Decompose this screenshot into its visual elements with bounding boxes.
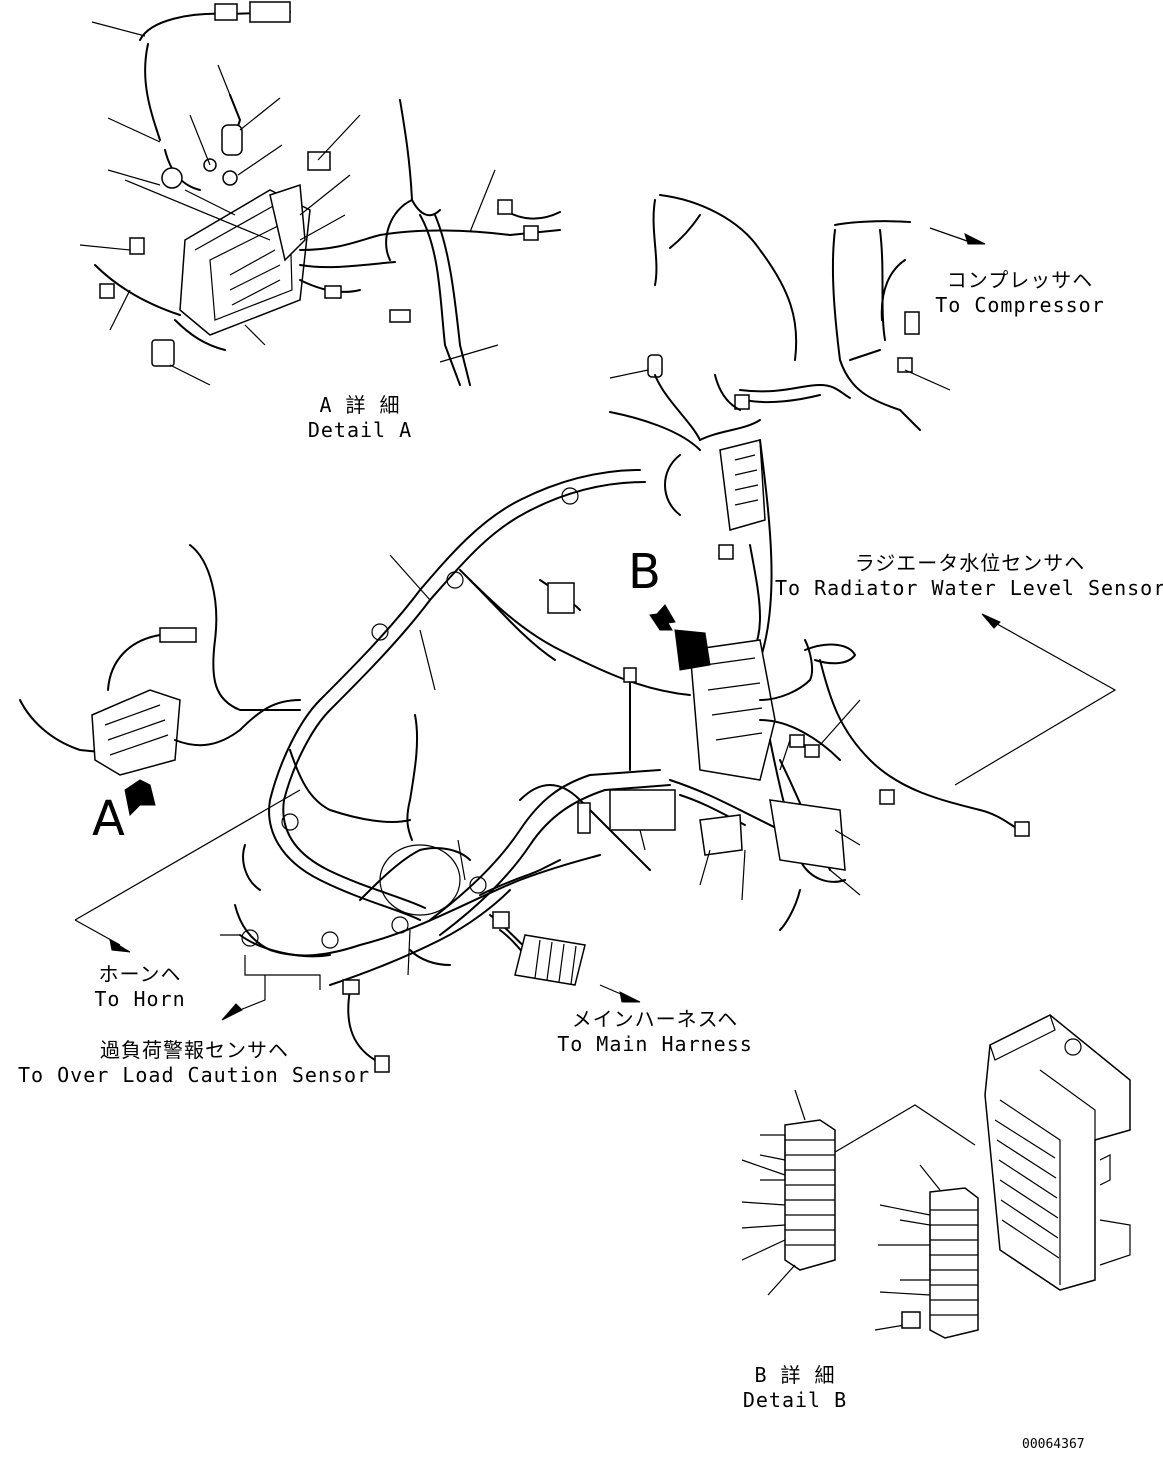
main-harness-illustration (19, 411, 1030, 1073)
radiator-label-en: To Radiator Water Level Sensor (775, 576, 1163, 600)
view-marker-b: B (628, 544, 661, 600)
view-marker-a: A (92, 791, 125, 847)
compressor-label-en: To Compressor (935, 293, 1105, 317)
view-arrows (124, 604, 676, 817)
detail-a-title-en: Detail A (307, 418, 413, 442)
routing-leaders (74, 613, 1117, 1156)
overload-label-jp: 過負荷警報センサヘ (100, 1038, 289, 1062)
compressor-branch-illustration (609, 194, 986, 441)
compressor-label-jp: コンプレッサヘ (946, 268, 1094, 292)
detail-a-illustration (79, 1, 561, 386)
radiator-label-jp: ラジエータ水位センサヘ (854, 551, 1086, 575)
overload-label-en: To Over Load Caution Sensor (18, 1063, 371, 1087)
horn-label-en: To Horn (94, 987, 186, 1011)
drawing-number: 00064367 (1022, 1437, 1085, 1452)
main-harness-label-en: To Main Harness (557, 1032, 753, 1056)
detail-b-illustration (741, 1014, 1131, 1339)
horn-label-jp: ホーンヘ (98, 962, 182, 986)
main-harness-label-jp: メインハーネスヘ (571, 1007, 739, 1031)
detail-b-title-jp: B 詳 細 (754, 1363, 836, 1387)
detail-a-title-jp: A 詳 細 (319, 393, 401, 417)
detail-b-title-en: Detail B (742, 1388, 848, 1412)
